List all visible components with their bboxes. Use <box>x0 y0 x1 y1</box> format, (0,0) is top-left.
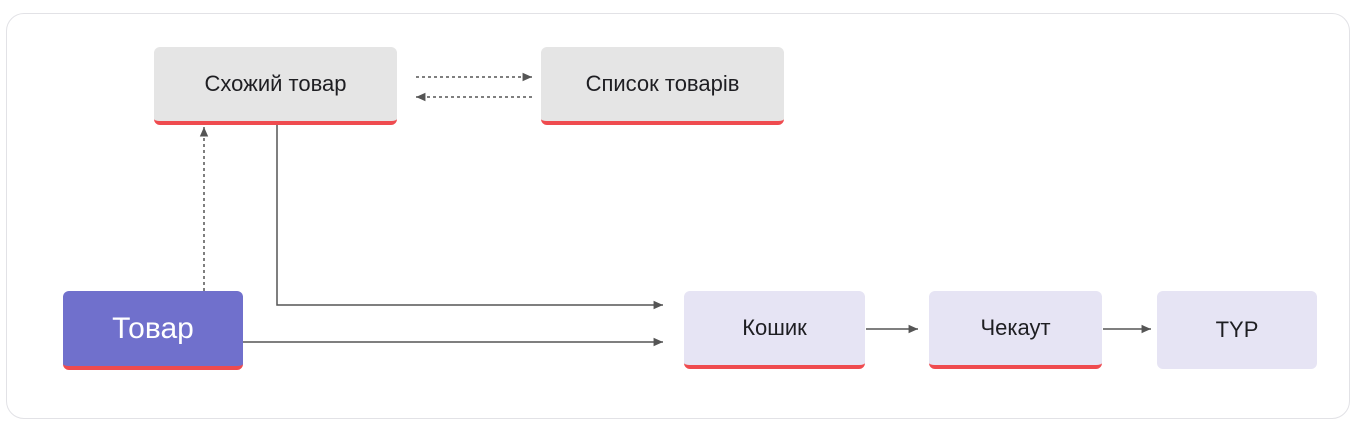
node-checkout[interactable]: Чекаут <box>929 291 1102 369</box>
node-product-list[interactable]: Список товарів <box>541 47 784 125</box>
node-product[interactable]: Товар <box>63 291 243 370</box>
edge-similar-to-cart <box>276 124 663 310</box>
node-typ[interactable]: TYP <box>1157 291 1317 369</box>
node-cart[interactable]: Кошик <box>684 291 865 369</box>
node-similar-product[interactable]: Схожий товар <box>154 47 397 125</box>
